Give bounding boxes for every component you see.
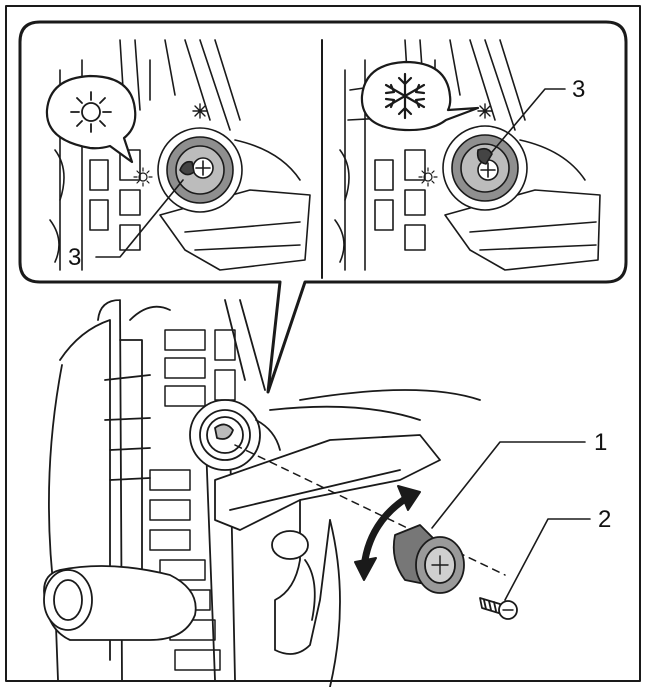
inset-left-scene bbox=[45, 39, 311, 271]
leader-1 bbox=[431, 441, 586, 529]
callout-label-3-right: 3 bbox=[572, 76, 586, 103]
screw-part bbox=[479, 597, 518, 620]
snowflake-icon bbox=[384, 72, 426, 120]
leader-left bbox=[95, 179, 184, 258]
inset-right-scene bbox=[334, 39, 601, 271]
cap-part bbox=[392, 524, 465, 594]
snowflake-bubble bbox=[360, 60, 480, 132]
small-snowflake-icon bbox=[477, 103, 493, 119]
main-scene bbox=[43, 299, 591, 687]
outer-frame bbox=[5, 5, 641, 682]
callout-label-3-left: 3 bbox=[68, 244, 82, 271]
callout-label-2: 2 bbox=[598, 506, 612, 533]
vent-slots bbox=[149, 329, 236, 671]
small-sun-icon bbox=[133, 167, 153, 187]
leader-2 bbox=[504, 518, 591, 601]
leader-right bbox=[491, 88, 566, 153]
sun-bubble bbox=[45, 74, 137, 164]
small-sun-icon bbox=[418, 167, 438, 187]
callout-label-1: 1 bbox=[594, 429, 608, 456]
sun-icon bbox=[70, 91, 112, 133]
inset-panel bbox=[18, 20, 628, 394]
rotation-arrow bbox=[354, 485, 421, 581]
small-snowflake-icon bbox=[192, 103, 208, 119]
